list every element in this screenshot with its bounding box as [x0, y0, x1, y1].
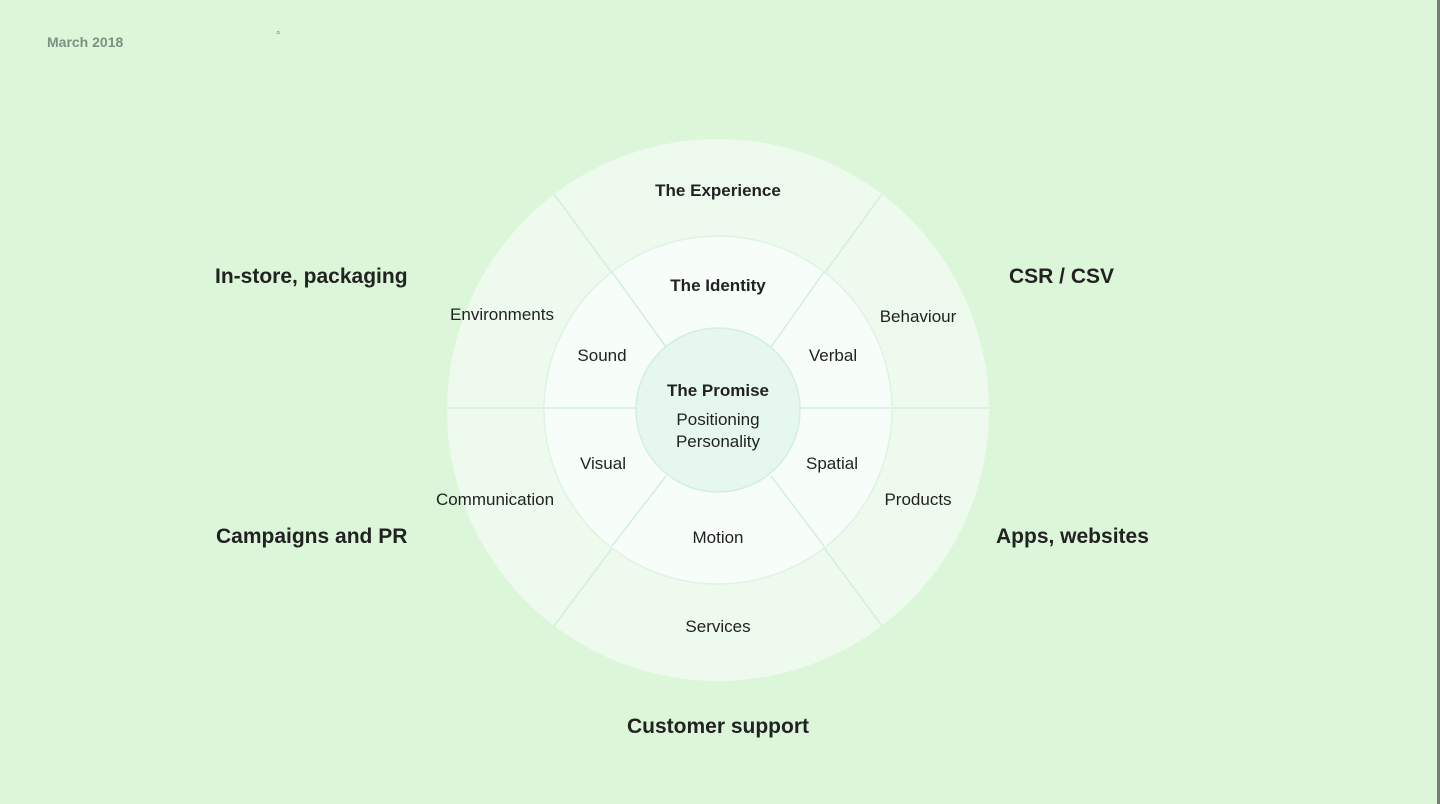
core-line-personality: Personality: [676, 432, 761, 451]
outer-label-campaigns: Campaigns and PR: [216, 525, 408, 548]
middle-divider-nw: [611, 271, 667, 348]
segment-spatial: Spatial: [806, 454, 858, 473]
outer-label-in-store: In-store, packaging: [215, 265, 408, 288]
segment-communication: Communication: [436, 490, 554, 509]
segment-verbal: Verbal: [809, 346, 857, 365]
outer-label-apps: Apps, websites: [996, 525, 1149, 548]
core-circle: [635, 327, 801, 493]
segment-sound: Sound: [577, 346, 626, 365]
segment-environments: Environments: [450, 305, 554, 324]
middle-ring-title: The Identity: [670, 276, 766, 295]
scrollbar[interactable]: [1437, 0, 1440, 804]
core-title: The Promise: [667, 381, 769, 400]
outer-label-csr: CSR / CSV: [1009, 265, 1115, 288]
segment-services: Services: [685, 617, 750, 636]
degree-mark: °: [276, 30, 281, 42]
core-line-positioning: Positioning: [676, 410, 759, 429]
segment-visual: Visual: [580, 454, 626, 473]
middle-divider-ne: [770, 271, 825, 348]
outer-ring-title: The Experience: [655, 181, 781, 200]
date-label: March 2018: [47, 34, 124, 50]
outer-label-customer-support: Customer support: [626, 715, 810, 738]
segment-behaviour: Behaviour: [880, 307, 957, 326]
middle-divider-se: [770, 475, 825, 547]
segment-products: Products: [884, 490, 951, 509]
middle-divider-sw: [611, 475, 667, 547]
segment-motion: Motion: [692, 528, 743, 547]
